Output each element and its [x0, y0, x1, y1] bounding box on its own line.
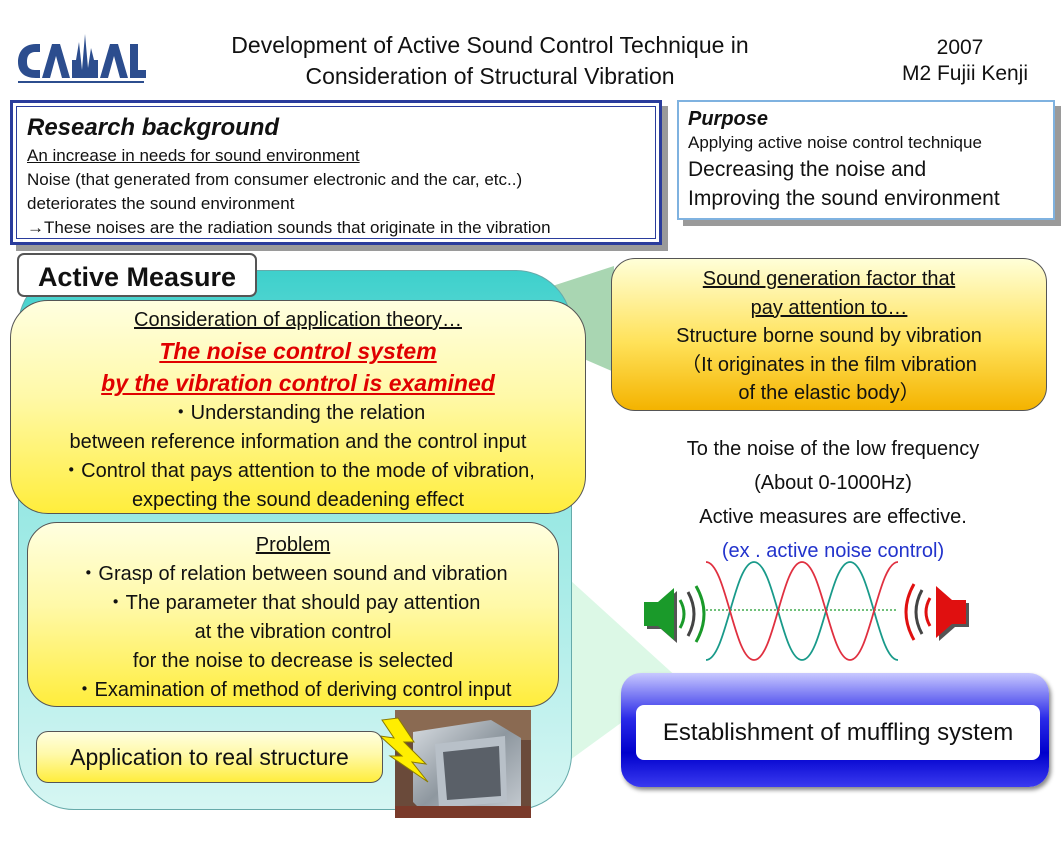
background-line-2: Noise (that generated from consumer elec…: [27, 170, 523, 189]
research-background-box: Research background An increase in needs…: [10, 100, 662, 245]
factor-line-3: Structure borne sound by vibration: [676, 325, 982, 347]
problem-line-1: ・Grasp of relation between sound and vib…: [78, 563, 508, 585]
year: 2007: [936, 36, 984, 59]
purpose-line-2: Decreasing the noise and: [688, 158, 927, 181]
lowfreq-line-2: (About 0-1000Hz): [754, 472, 912, 494]
page-title: Development of Active Sound Control Tech…: [170, 30, 810, 92]
lightning-icon: [378, 717, 429, 783]
low-frequency-text: To the noise of the low frequency (About…: [615, 432, 1051, 568]
title-line-2: Consideration of Structural Vibration: [305, 63, 675, 89]
lowfreq-line-4: (ex . active noise control): [721, 540, 945, 562]
sound-factor-box: Sound generation factor that pay attenti…: [611, 258, 1047, 411]
purpose-line-1: Applying active noise control technique: [688, 133, 982, 152]
left-speaker-icon: [644, 585, 706, 643]
factor-line-5: of the elastic body）: [738, 382, 920, 404]
right-speaker-icon: [904, 583, 969, 641]
title-line-1: Development of Active Sound Control Tech…: [231, 32, 749, 58]
research-background-title: Research background: [27, 114, 280, 141]
author: M2 Fujii Kenji: [901, 62, 1029, 85]
theory-highlight-2: by the vibration control is examined: [101, 370, 495, 396]
result-label: Establishment of muffling system: [636, 705, 1040, 760]
lowfreq-line-1: To the noise of the low frequency: [686, 438, 980, 460]
purpose-title: Purpose: [688, 108, 769, 130]
background-line-4: →These noises are the radiation sounds t…: [27, 218, 551, 237]
application-box: Application to real structure: [36, 731, 383, 783]
theory-box: Consideration of application theory… The…: [10, 300, 586, 514]
factor-line-1: Sound generation factor that: [702, 268, 956, 290]
arrow-to-result: [570, 580, 680, 760]
theory-line-2: between reference information and the co…: [69, 431, 527, 453]
factor-line-4: （It originates in the film vibration: [681, 353, 977, 376]
problem-line-5: ・Examination of method of deriving contr…: [74, 679, 512, 701]
theory-line-1: ・Understanding the relation: [170, 402, 426, 424]
theory-highlight-1: The noise control system: [159, 338, 437, 364]
purpose-box: Purpose Applying active noise control te…: [677, 100, 1055, 220]
problem-line-3: at the vibration control: [194, 621, 392, 643]
problem-line-4: for the noise to decrease is selected: [132, 650, 454, 672]
background-line-3: deteriorates the sound environment: [27, 194, 295, 213]
structure-photo: [395, 710, 531, 818]
factor-line-2: pay attention to…: [750, 296, 908, 319]
lowfreq-line-3: Active measures are effective.: [699, 506, 967, 528]
problem-heading: Problem: [255, 534, 331, 556]
problem-line-2: ・The parameter that should pay attention: [105, 592, 481, 614]
camal-logo: [18, 34, 146, 83]
purpose-line-3: Improving the sound environment: [688, 187, 1000, 210]
active-measure-label: Active Measure: [17, 253, 257, 297]
theory-line-4: expecting the sound deadening effect: [131, 489, 465, 511]
theory-heading: Consideration of application theory…: [134, 309, 462, 331]
problem-box: Problem ・Grasp of relation between sound…: [27, 522, 559, 707]
background-line-1: An increase in needs for sound environme…: [27, 146, 360, 165]
theory-line-3: ・Control that pays attention to the mode…: [61, 460, 535, 482]
anti-noise-illustration: [644, 561, 969, 661]
